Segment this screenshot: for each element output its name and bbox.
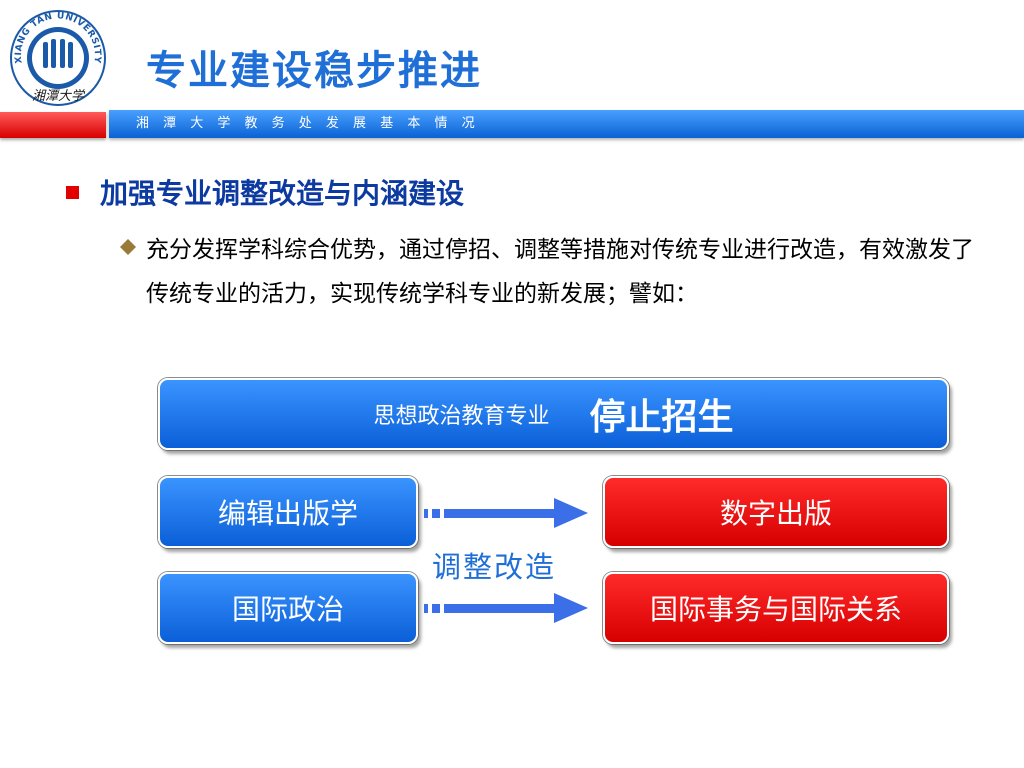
header-band-blue (109, 110, 1024, 138)
bullet-heading: 加强专业调整改造与内涵建设 (100, 177, 465, 210)
header-band-red (0, 112, 106, 138)
stop-major-label: 思想政治教育专业 (373, 404, 550, 429)
target-major-box-international-relations: 国际事务与国际关系 (603, 572, 949, 644)
diamond-bullet-icon (120, 239, 136, 255)
square-bullet-icon (66, 186, 79, 199)
stop-action-label: 停止招生 (589, 397, 734, 438)
transform-label: 调整改造 (432, 550, 557, 584)
university-logo: XIANG TAN UNIVERSITY 湘潭大学 (10, 10, 106, 106)
logo-calligraphy: 湘潭大学 (32, 88, 86, 104)
source-major-box-international-politics: 国际政治 (158, 572, 418, 644)
source-major-box-editing-publishing: 编辑出版学 (158, 476, 418, 548)
page-title: 专业建设稳步推进 (146, 48, 482, 94)
right-arrow-icon (424, 593, 588, 623)
bullet-body: 充分发挥学科综合优势，通过停招、调整等措施对传统专业进行改造，有效激发了传统专业… (146, 237, 974, 307)
stop-enrollment-box: 思想政治教育专业 停止招生 (158, 378, 949, 450)
right-arrow-icon (424, 498, 588, 528)
target-major-box-digital-publishing: 数字出版 (603, 476, 949, 548)
header-band-text: 湘 潭 大 学 教 务 处 发 展 基 本 情 况 (136, 116, 480, 131)
